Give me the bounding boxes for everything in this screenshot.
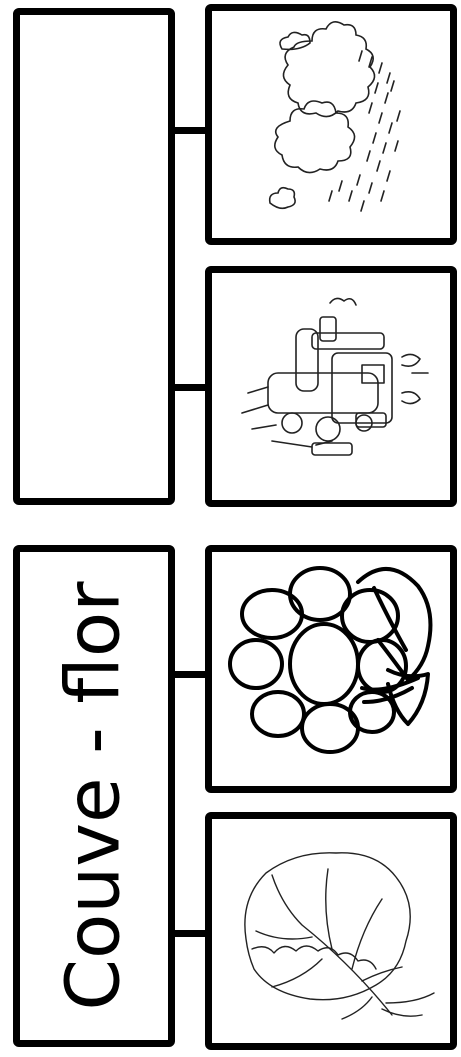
empty-word-box[interactable]	[13, 8, 175, 505]
word-box[interactable]: Couve - flor	[13, 545, 175, 1047]
cauliflower-picture-box	[205, 545, 457, 793]
cabbage-leaf-picture-box	[205, 812, 457, 1050]
cauliflower-icon	[212, 552, 450, 786]
train-icon	[212, 273, 450, 500]
rain-clouds-icon	[212, 11, 450, 238]
cabbage-leaf-icon	[212, 819, 450, 1043]
word-label: Couve - flor	[57, 581, 131, 1010]
rain-clouds-picture-box	[205, 4, 457, 245]
train-picture-box	[205, 266, 457, 507]
